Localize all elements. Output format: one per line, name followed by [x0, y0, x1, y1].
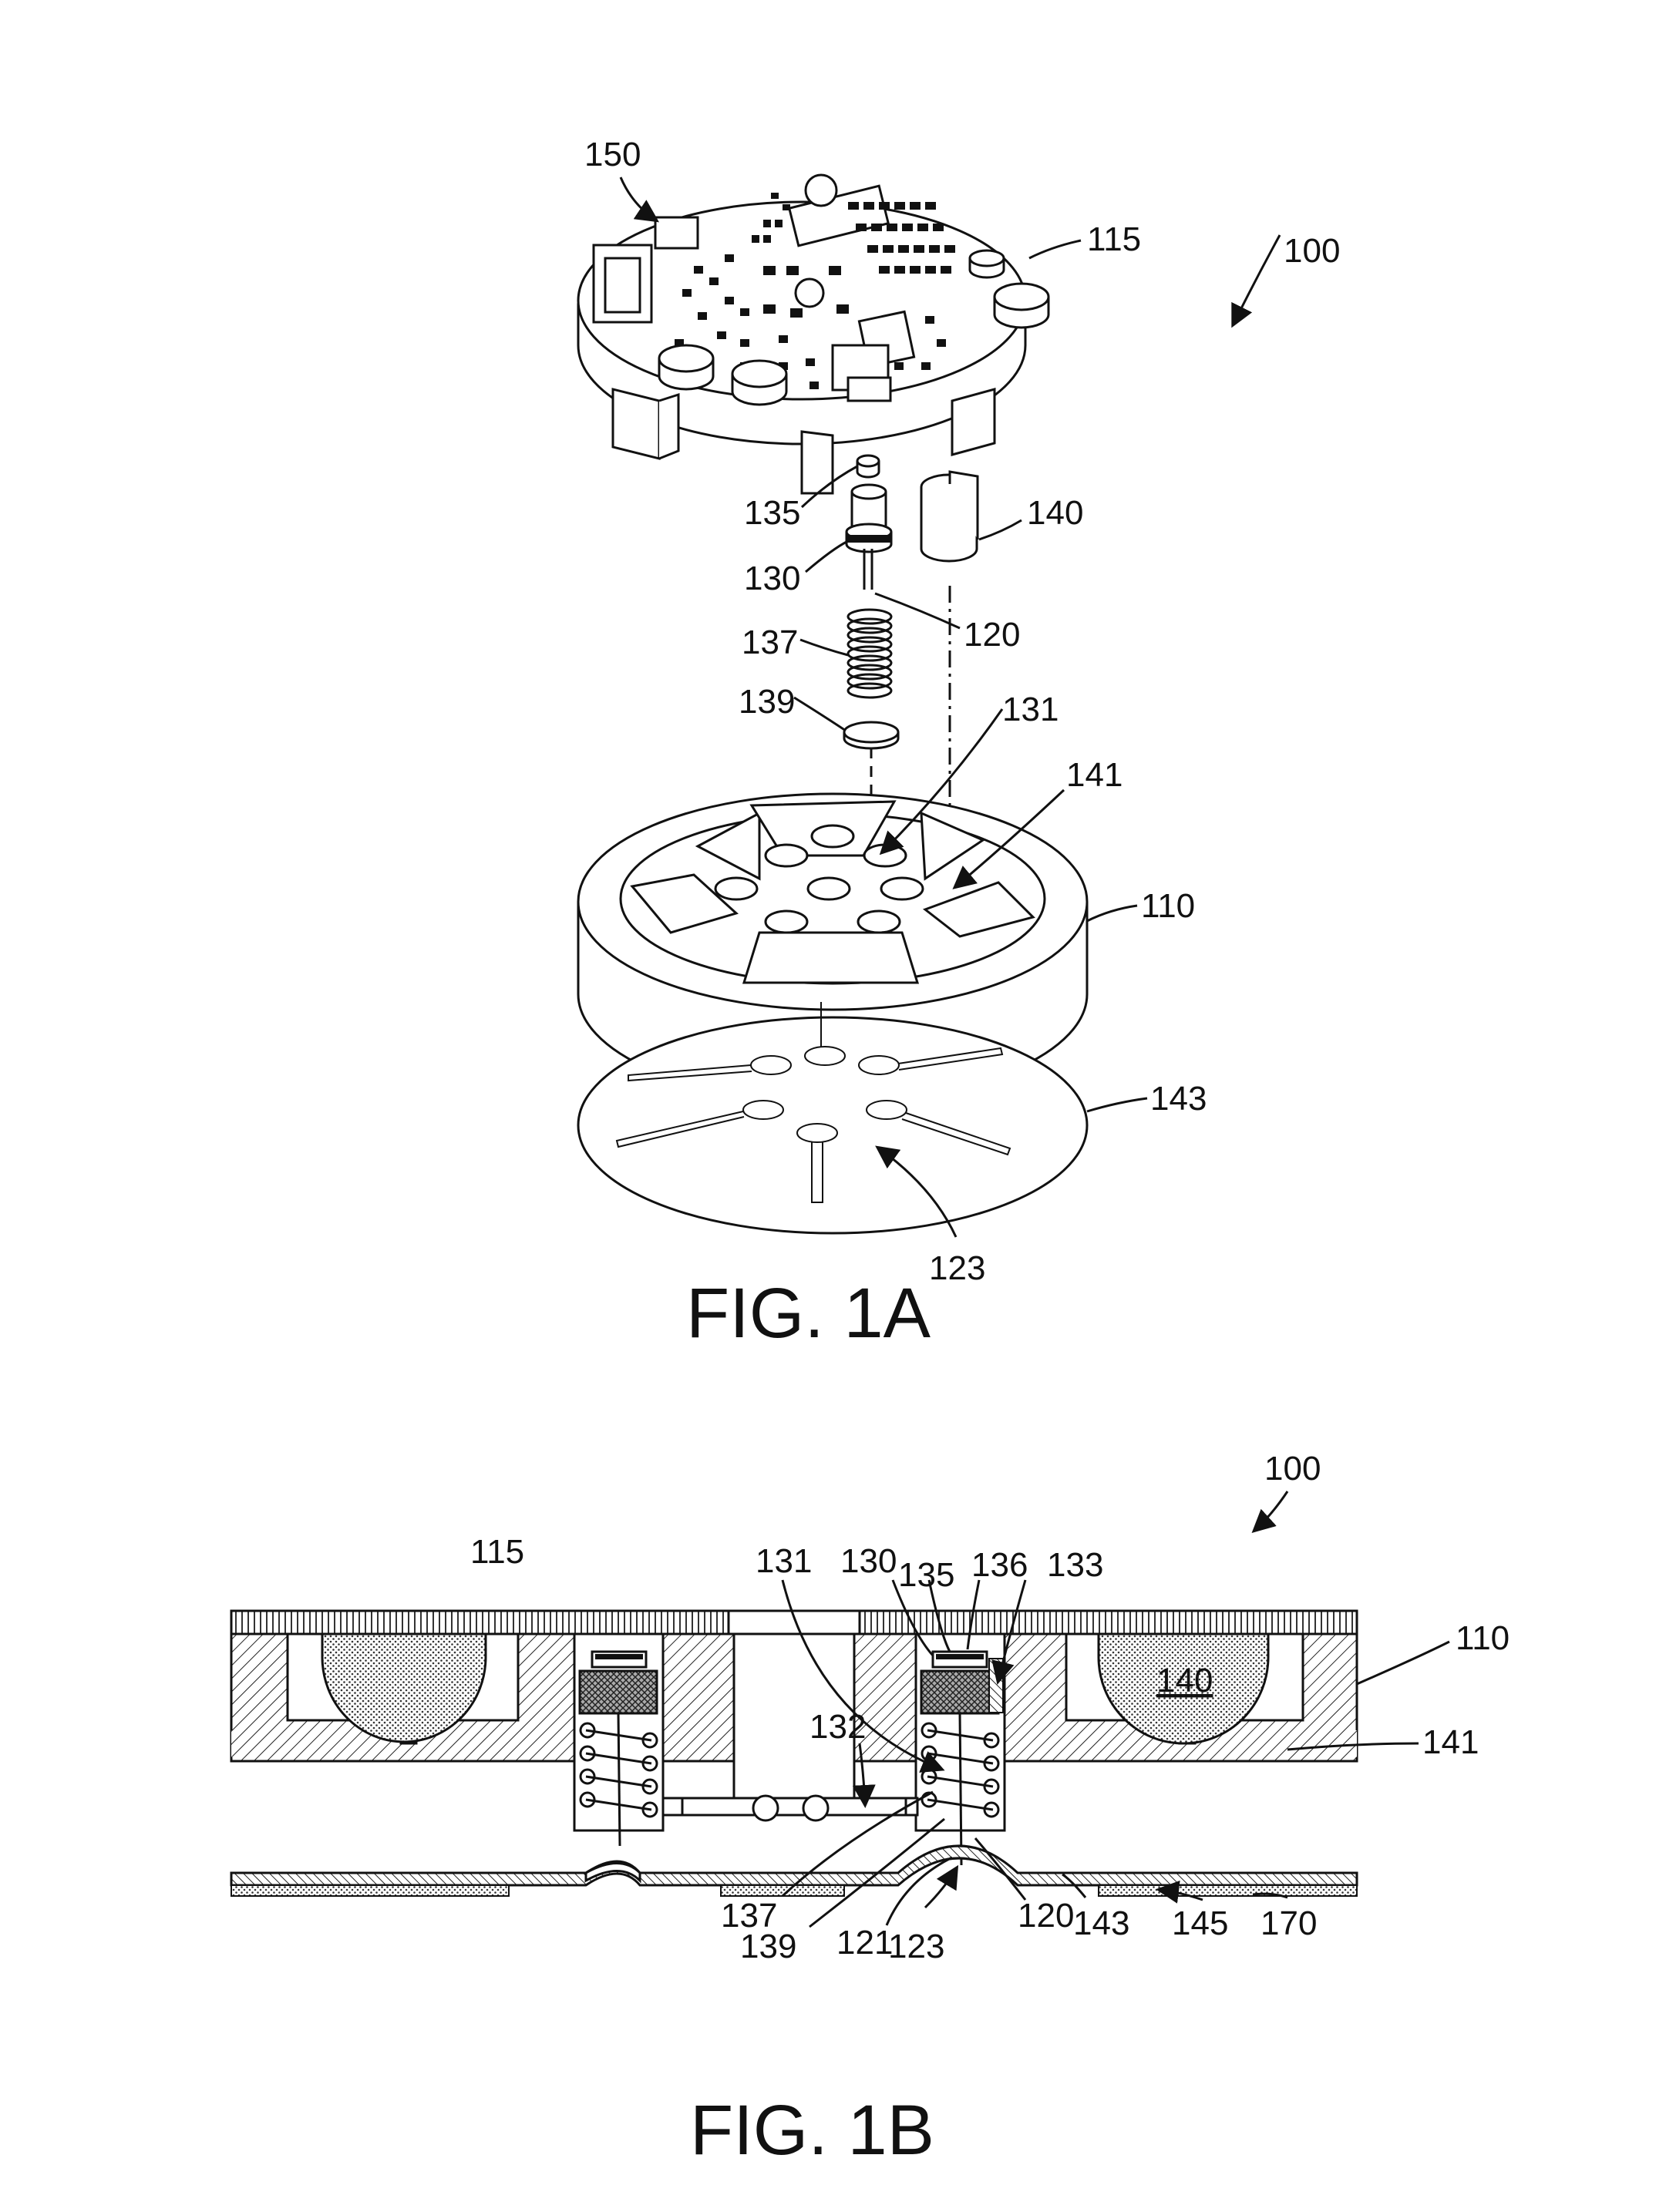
- fig1b-label-100: 100: [1264, 1450, 1321, 1488]
- fig1a-label-143: 143: [1150, 1080, 1207, 1118]
- fig1a-label-123: 123: [929, 1249, 985, 1287]
- fig1b-label-139: 139: [740, 1928, 796, 1965]
- fig1a-label-139: 139: [739, 683, 795, 721]
- fig1b-label-120: 120: [1018, 1897, 1074, 1935]
- fig1b-label-110: 110: [1456, 1619, 1510, 1657]
- fig1b-label-131: 131: [756, 1542, 812, 1580]
- pcb-board-drawing: [578, 175, 1048, 493]
- fig1b-label-115: 115: [470, 1533, 524, 1571]
- fig1a-label-140: 140: [1027, 494, 1083, 532]
- fig1a-label-150: 150: [584, 136, 641, 173]
- fig1a-label-141: 141: [1066, 756, 1123, 794]
- fig1a-label-115: 115: [1087, 220, 1141, 258]
- fig1a-label-131: 131: [1002, 691, 1059, 728]
- fig1b-label-130: 130: [840, 1542, 897, 1580]
- fig1b-label-170: 170: [1261, 1904, 1317, 1942]
- fig1b-label-145: 145: [1172, 1904, 1228, 1942]
- fig1b-label-141: 141: [1422, 1723, 1479, 1761]
- adhesive-170-left: [231, 1885, 509, 1896]
- fig1a-label-100: 100: [1284, 232, 1340, 270]
- adhesive-170-center: [721, 1885, 844, 1896]
- membrane-143: [231, 1846, 1357, 1885]
- fig1b-label-136: 136: [971, 1546, 1028, 1584]
- plunger-130: [921, 1671, 998, 1713]
- fig1b-label-121: 121: [836, 1924, 893, 1962]
- fig1b-label-132: 132: [809, 1708, 866, 1746]
- fig1a-label-120: 120: [964, 616, 1020, 654]
- figure-1a: 150 115 100 135 140 130 120 137 139 131 …: [578, 136, 1340, 1353]
- fig1a-label-110: 110: [1141, 887, 1195, 925]
- figure-1b: 100 115 131 130 135 136 133 110 140 141 …: [231, 1450, 1510, 2170]
- fig1b-label-123: 123: [888, 1928, 944, 1965]
- fig1a-label-137: 137: [742, 624, 798, 661]
- fig1a-label-130: 130: [744, 560, 800, 597]
- fig1a-label-135: 135: [744, 494, 800, 532]
- fig1b-caption: FIG. 1B: [690, 2091, 934, 2170]
- left-plunger: [580, 1671, 657, 1713]
- fig1b-label-143: 143: [1073, 1904, 1129, 1942]
- fig1a-caption: FIG. 1A: [686, 1274, 931, 1353]
- fig1b-label-133: 133: [1047, 1546, 1103, 1584]
- spring-coil: [848, 610, 891, 698]
- fig1b-label-135: 135: [898, 1556, 954, 1594]
- fig1b-label-140: 140: [1156, 1662, 1213, 1699]
- adhesive-170-right: [1099, 1885, 1357, 1896]
